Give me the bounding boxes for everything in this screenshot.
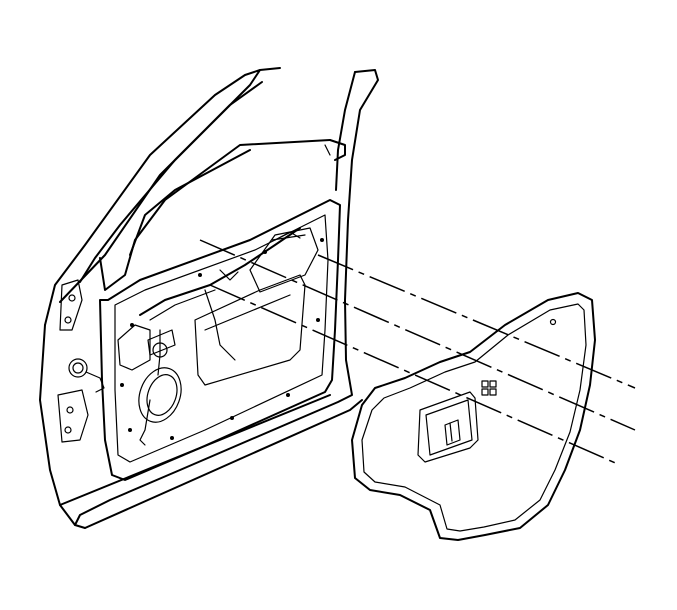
door-water-deflector [351,292,596,541]
leader-line-bottom [209,284,621,466]
leader-line-middle [199,239,636,431]
deflector-switch-opening [481,380,497,396]
leader-line-top [317,254,636,389]
deflector-handle-opening [417,391,479,463]
door-hinges [57,279,105,443]
leader-lines [199,239,636,466]
wiring-harness [139,227,301,446]
door-frame [39,67,379,529]
speaker-opening [138,367,182,423]
panel-mounting-holes [120,238,324,440]
door-inner-panel [99,199,341,481]
